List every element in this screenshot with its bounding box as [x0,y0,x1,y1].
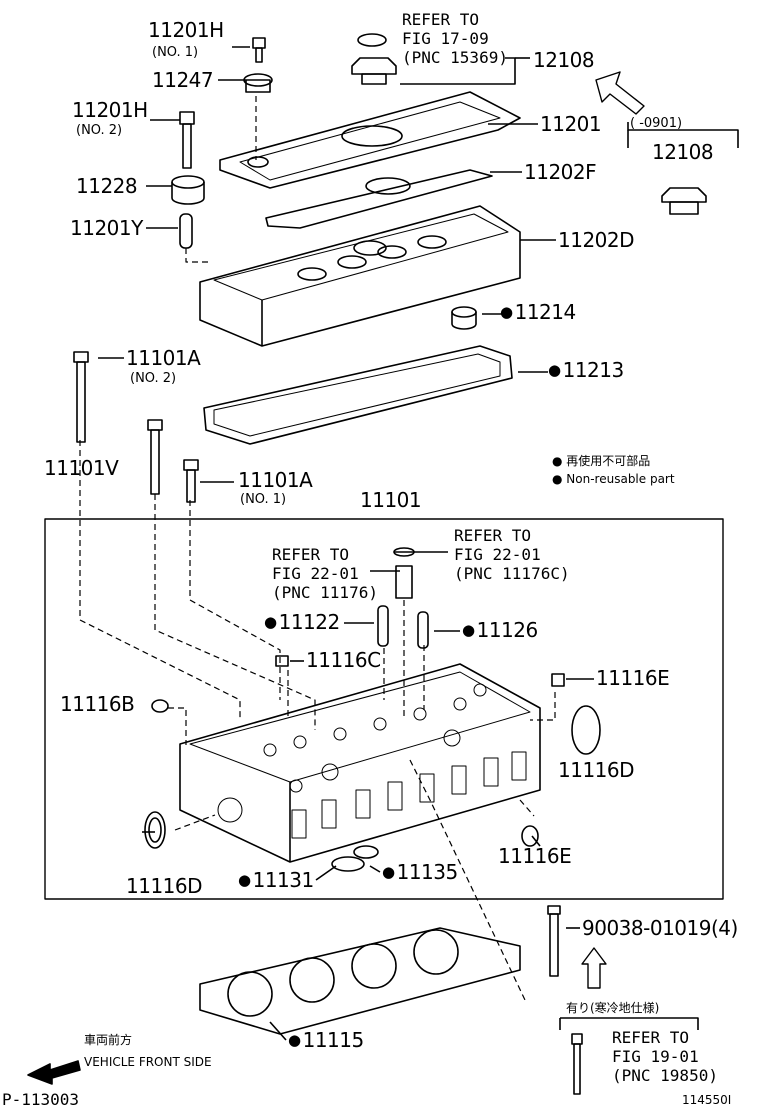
ref-fig22a-line2[interactable]: FIG 22-01 [272,564,359,583]
part-11202F[interactable]: 11202F [524,160,597,184]
direction-jp: 車両前方 [84,1033,133,1047]
part-11201H-no1-note: (NO. 1) [152,45,199,60]
part-11116C[interactable]: 11116C [306,648,381,672]
ref-fig19-line2[interactable]: FIG 19-01 [612,1047,699,1066]
part-11201[interactable]: 11201 [540,112,602,136]
part-11126[interactable]: 11126 [462,620,539,640]
part-11101V[interactable]: 11101V [44,456,119,480]
part-11101A-no2-note: (NO. 2) [130,371,177,386]
ref-fig22b-line2[interactable]: FIG 22-01 [454,545,541,564]
part-11116B[interactable]: 11116B [60,692,135,716]
part-11135[interactable]: 11135 [382,862,459,882]
ref-fig19-line1: REFER TO [612,1028,690,1047]
part-11122[interactable]: 11122 [264,612,341,632]
part-11101A-no2[interactable]: 11101A [126,346,201,370]
ref-fig22b-line1: REFER TO [454,526,532,545]
part-11201Y[interactable]: 11201Y [70,216,143,240]
part-11201H-no2-note: (NO. 2) [76,123,123,138]
legend-en-text: Non-reusable part [566,472,675,486]
part-90038-01019[interactable]: 90038-01019(4) [582,916,738,940]
part-11201H-no2[interactable]: 11201H [72,98,148,122]
ref-fig17-line3: (PNC 15369) [402,48,508,67]
ref-fig22b-line3: (PNC 11176C) [454,564,570,583]
part-12108[interactable]: 12108 [533,48,595,72]
ref-fig19-line3: (PNC 19850) [612,1066,718,1085]
figure-id: P-113003 [2,1090,80,1109]
part-11101A-no1-note: (NO. 1) [240,492,287,507]
legend-jp-text: 再使用不可部品 [566,454,651,468]
legend-dot: ● [552,454,567,468]
ref-fig22a-line3: (PNC 11176) [272,583,378,602]
part-11116D-left[interactable]: 11116D [126,874,203,898]
part-11213[interactable]: 11213 [548,360,625,380]
ref-fig22a-line1: REFER TO [272,545,350,564]
part-11247[interactable]: 11247 [152,68,214,92]
legend-en: ● Non-reusable part [552,473,675,486]
cold-region-note: 有り(寒冷地仕様) [566,1001,660,1015]
legend-jp: ● 再使用不可部品 [552,455,650,468]
direction-en: VEHICLE FRONT SIDE [84,1055,212,1069]
part-11116E-bottom[interactable]: 11116E [498,844,572,868]
part-11116E-top[interactable]: 11116E [596,666,670,690]
part-11101[interactable]: 11101 [360,488,422,512]
part-12108-alt[interactable]: 12108 [652,140,714,164]
part-11131[interactable]: 11131 [238,870,315,890]
ref-fig17-line2[interactable]: FIG 17-09 [402,29,489,48]
part-11101A-no1[interactable]: 11101A [238,468,313,492]
legend-dot-en: ● [552,472,567,486]
part-11116D-right[interactable]: 11116D [558,758,635,782]
part-11214[interactable]: 11214 [500,302,577,322]
part-11228[interactable]: 11228 [76,174,138,198]
ref-fig17-line1: REFER TO [402,10,480,29]
illustration-id: 114550I [682,1093,732,1107]
part-11115[interactable]: 11115 [288,1030,365,1050]
part-12108-range: ( -0901) [630,116,683,131]
part-11201H-no1[interactable]: 11201H [148,18,224,42]
part-11202D[interactable]: 11202D [558,228,635,252]
